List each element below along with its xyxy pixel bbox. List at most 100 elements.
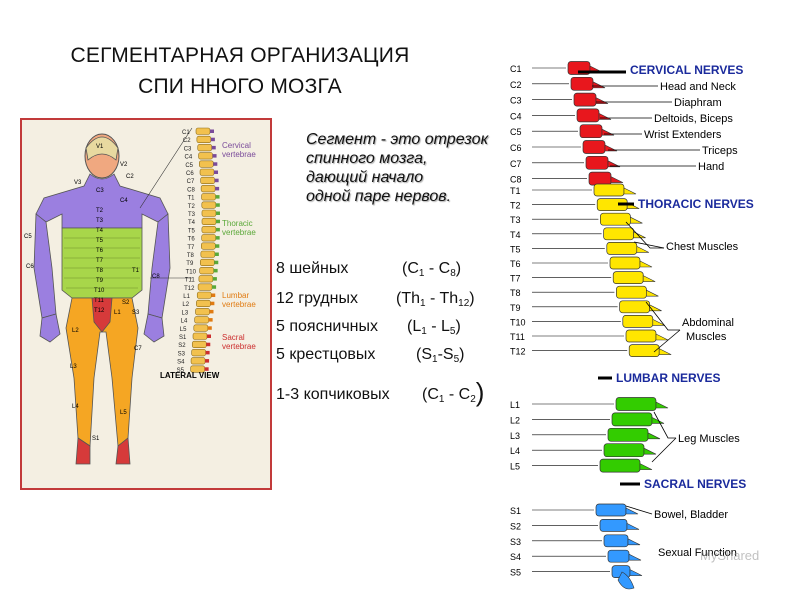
nerve-root-marker bbox=[214, 178, 219, 183]
dermatome-label: C8 bbox=[152, 274, 160, 280]
nerve-root-marker bbox=[210, 301, 215, 306]
title-line-2: СПИ ННОГО МОЗГА bbox=[138, 75, 342, 98]
vertebra bbox=[600, 212, 631, 226]
nerve-root-marker bbox=[204, 367, 209, 371]
lateral-vertebra bbox=[201, 209, 217, 217]
dermatome-label: L4 bbox=[72, 404, 79, 410]
vertebra-level-label: L4 bbox=[510, 446, 520, 456]
vertebra bbox=[593, 183, 625, 197]
coccyx bbox=[617, 571, 635, 590]
lateral-vertebra bbox=[201, 193, 216, 201]
vertebra-level-label: S3 bbox=[510, 537, 521, 547]
group-label-cervical: Cervical bbox=[222, 141, 251, 150]
spine-level-label: T5 bbox=[188, 228, 196, 234]
lateral-vertebra bbox=[199, 258, 215, 266]
nerve-root-marker bbox=[213, 268, 218, 273]
lateral-vertebra bbox=[200, 176, 215, 185]
lateral-vertebra bbox=[196, 135, 212, 144]
dermatome-label: T1 bbox=[132, 268, 140, 274]
dermatome-label: T9 bbox=[96, 278, 104, 284]
lateral-vertebra bbox=[195, 308, 210, 316]
spine-level-label: C8 bbox=[187, 187, 195, 193]
vertebra-level-label: T3 bbox=[510, 215, 521, 225]
spinous-process bbox=[610, 176, 624, 183]
watermark: MyShared bbox=[700, 548, 759, 563]
spinal-column bbox=[532, 61, 672, 590]
vertebra bbox=[607, 549, 630, 563]
spinous-process bbox=[643, 447, 657, 455]
nerve-root-marker bbox=[206, 342, 211, 347]
lateral-vertebra bbox=[198, 152, 213, 160]
vertebra bbox=[619, 300, 650, 314]
spine-level-label: T7 bbox=[187, 245, 195, 251]
spine-level-label: L2 bbox=[182, 302, 189, 308]
vertebra bbox=[570, 76, 594, 91]
dermatome-label: V1 bbox=[96, 144, 104, 150]
definition-line: спинного мозга, bbox=[306, 150, 428, 167]
spinous-process bbox=[630, 216, 643, 224]
vertebra-level-label: C6 bbox=[510, 143, 522, 153]
spinous-process bbox=[652, 318, 665, 326]
vertebra bbox=[603, 443, 645, 458]
nerve-root-marker bbox=[213, 162, 218, 166]
nerve-root-marker bbox=[210, 137, 215, 142]
vertebra-level-label: T9 bbox=[510, 303, 521, 313]
segment-definition: Сегмент - это отрезок спинного мозга, да… bbox=[306, 130, 521, 206]
dermatome-label: T10 bbox=[94, 288, 105, 294]
lateral-vertebra bbox=[197, 144, 213, 152]
target-label: Chest Muscles bbox=[666, 241, 739, 253]
spinous-process bbox=[595, 97, 609, 104]
spinous-process bbox=[649, 304, 662, 312]
count-coccygeal: 1-3 копчиковых (C1 - C2) bbox=[276, 377, 485, 407]
vertebra bbox=[573, 92, 597, 107]
definition-line: дающий начало bbox=[306, 169, 424, 186]
slide-title: СЕГМЕНТАРНАЯ ОРГАНИЗАЦИЯ СПИ ННОГО МОЗГА bbox=[40, 40, 440, 102]
spinous-process bbox=[627, 538, 641, 546]
vertebra-level-label: S5 bbox=[510, 568, 521, 578]
lateral-vertebra bbox=[201, 234, 216, 242]
spinous-process bbox=[592, 81, 606, 89]
vertebra-level-label: C3 bbox=[510, 96, 522, 106]
dermatome-label: T5 bbox=[96, 238, 104, 244]
dermatome-label: T4 bbox=[96, 228, 104, 234]
vertebra-level-label: T11 bbox=[510, 332, 525, 342]
vertebra-level-label: T4 bbox=[510, 230, 521, 240]
dermatome-label: V3 bbox=[74, 180, 82, 186]
spine-level-label: C1 bbox=[182, 130, 190, 136]
spine-level-label: T9 bbox=[186, 261, 194, 267]
nerve-root-marker bbox=[215, 203, 220, 207]
spinous-process bbox=[642, 275, 656, 282]
nerve-root-marker bbox=[211, 293, 216, 297]
vertebra-level-label: S1 bbox=[510, 506, 521, 516]
lateral-vertebra bbox=[197, 283, 213, 291]
spinous-process bbox=[636, 245, 649, 253]
target-label: Bowel, Bladder bbox=[654, 509, 728, 521]
spine-level-label: C6 bbox=[186, 171, 194, 177]
dermatome-label: T11 bbox=[94, 298, 105, 304]
spinous-process bbox=[607, 160, 621, 168]
header-cervical-nerves: CERVICAL NERVES bbox=[630, 63, 743, 77]
vertebra-level-label: S2 bbox=[510, 521, 521, 531]
body-silhouette bbox=[33, 133, 171, 465]
dermatome-figure: C1C2C3C4C5C6C7C8T1T2T3T4T5T6T7T8T9T10T11… bbox=[20, 118, 272, 490]
spine-level-label: C2 bbox=[183, 138, 191, 144]
vertebra bbox=[599, 519, 628, 532]
dermatome-label: L1 bbox=[114, 310, 121, 316]
vertebra-level-label: T12 bbox=[510, 347, 526, 357]
vertebra-level-label: T1 bbox=[510, 186, 521, 196]
vertebra-level-label: S4 bbox=[510, 552, 521, 562]
vertebra-level-label: T7 bbox=[510, 274, 521, 284]
vertebra bbox=[622, 315, 654, 328]
lateral-vertebra bbox=[190, 357, 206, 365]
vertebra-level-label: C8 bbox=[510, 175, 522, 185]
vertebra bbox=[628, 344, 660, 357]
figure-connector-line bbox=[139, 127, 193, 279]
dermatome-label: C4 bbox=[120, 198, 128, 204]
dermatome-label: T2 bbox=[96, 208, 104, 214]
count-sacral: 5 крестцовых (S1-S5) bbox=[276, 346, 465, 365]
spine-level-label: L4 bbox=[181, 319, 188, 325]
nerve-root-marker bbox=[214, 170, 219, 174]
target-label: Diaphram bbox=[674, 97, 722, 109]
group-sublabel: vertebrae bbox=[222, 150, 256, 159]
nerve-root-marker bbox=[214, 252, 219, 256]
